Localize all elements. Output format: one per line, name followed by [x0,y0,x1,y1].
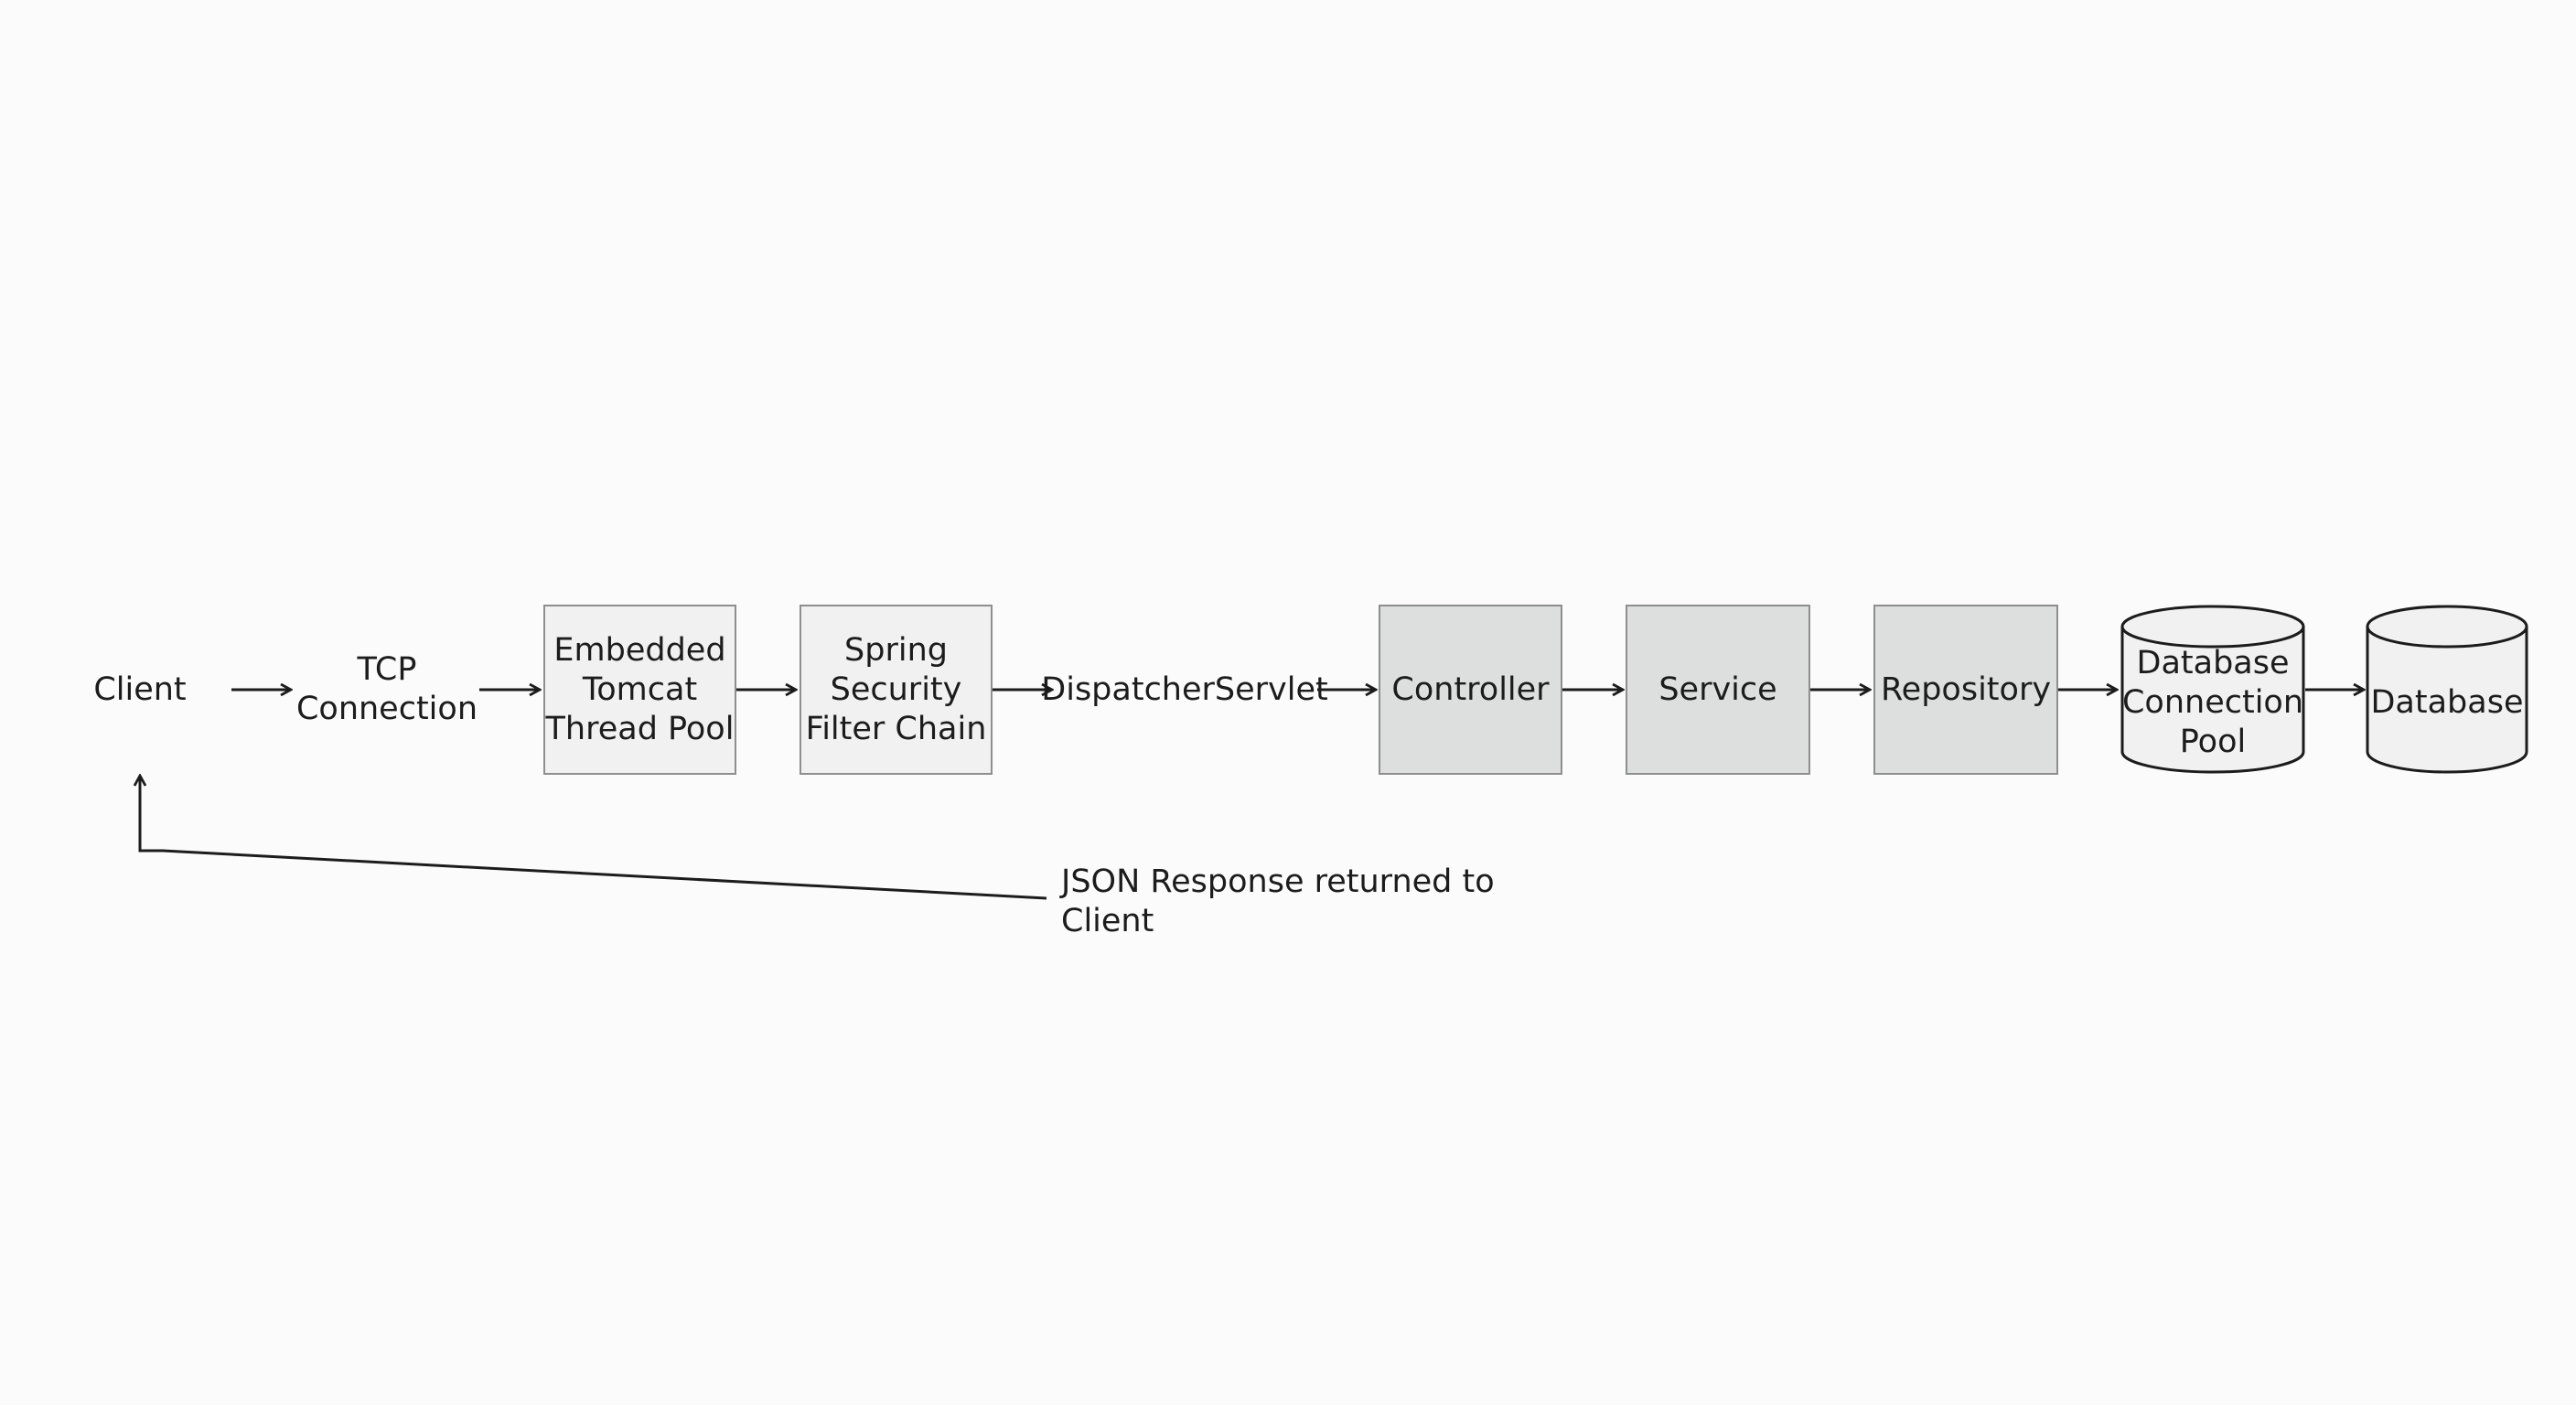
dispatcher-servlet-label: DispatcherServlet [1041,670,1328,708]
database-label: Database [2370,683,2524,721]
db-pool-cylinder [2120,605,2305,774]
service-box: Service [1626,605,1810,775]
client-label: Client [93,670,187,708]
db-pool-label: Database Connection Pool [2121,644,2304,760]
tomcat-thread-pool-box: Embedded Tomcat Thread Pool [543,605,736,775]
spring-security-filter-chain-box: Spring Security Filter Chain [800,605,993,775]
return-path-label: JSON Response returned to Client [1061,863,1495,939]
repository-box: Repository [1873,605,2058,775]
database-cylinder [2366,605,2528,774]
tcp-connection-label: TCP Connection [295,651,478,727]
controller-box: Controller [1379,605,1562,775]
return-path-line [140,776,1047,900]
